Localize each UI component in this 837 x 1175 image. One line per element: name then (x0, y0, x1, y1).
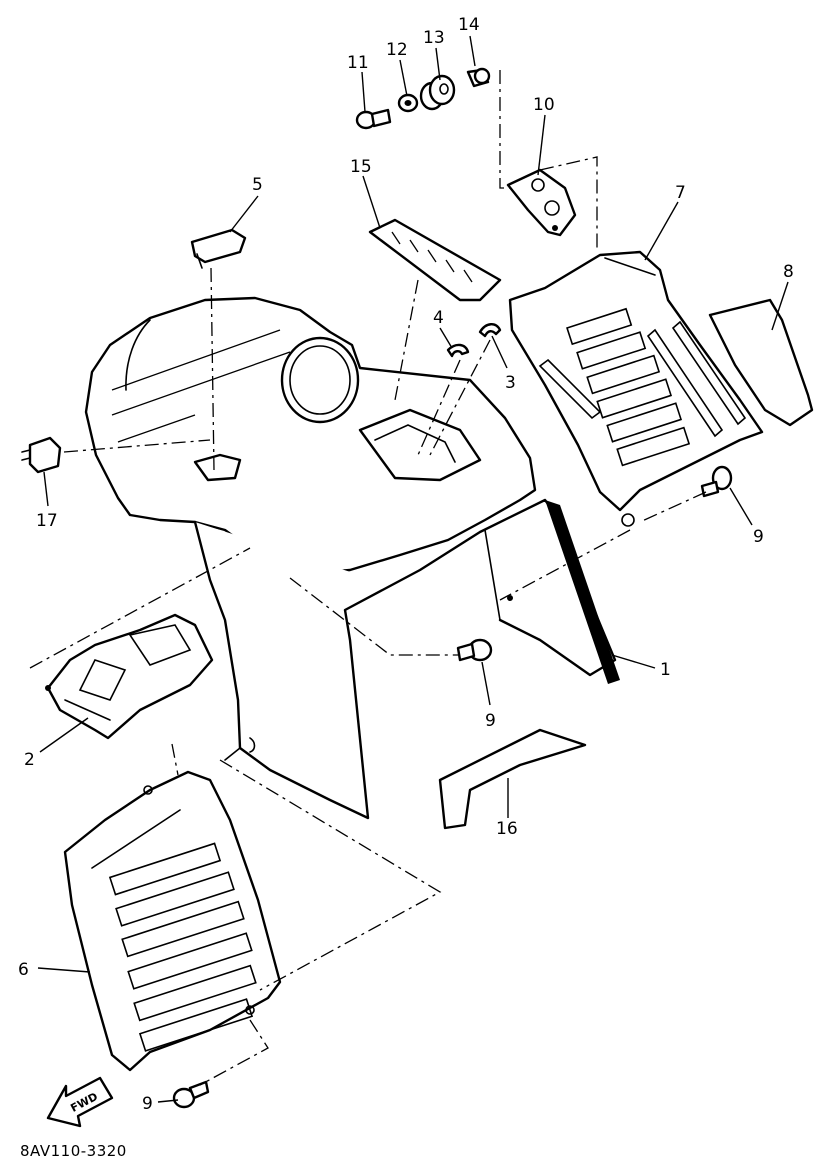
part-10-bracket (506, 168, 577, 237)
callout-16: 16 (496, 819, 518, 839)
part-16-strip (438, 728, 587, 830)
callout-7: 7 (675, 183, 686, 203)
callout-9-right: 9 (753, 527, 764, 547)
forward-arrow-icon: FWD (46, 1076, 114, 1128)
callout-6: 6 (18, 960, 29, 980)
part-9-bolt-center (456, 638, 493, 662)
part-8-strip (708, 298, 814, 427)
callout-2: 2 (24, 750, 35, 770)
part-7-right-side-panel (508, 250, 764, 527)
callout-17: 17 (36, 511, 58, 531)
callout-15: 15 (350, 157, 372, 177)
leader-lines (37, 35, 789, 1103)
part-12-washer (397, 93, 419, 113)
callout-12: 12 (386, 40, 408, 60)
callout-8: 8 (783, 262, 794, 282)
callout-13: 13 (423, 28, 445, 48)
part-4-clip (446, 343, 470, 358)
callout-1: 1 (660, 660, 671, 680)
part-13-grommet (419, 74, 456, 111)
part-5-small-cover (190, 228, 247, 269)
part-14-collar (466, 67, 491, 88)
callout-10: 10 (533, 95, 555, 115)
part-17-connector (21, 436, 62, 474)
assembly-lines (29, 70, 707, 1086)
diagram-code: 8AV110-3320 (20, 1142, 127, 1160)
callouts: 11 12 13 14 10 5 15 7 8 4 3 17 9 1 9 2 1… (18, 15, 794, 1114)
part-11-screw (355, 108, 392, 130)
part-9-bolt-right (700, 465, 733, 498)
callout-9-center: 9 (485, 711, 496, 731)
callout-14: 14 (458, 15, 480, 35)
part-3-clip (478, 323, 502, 338)
callout-3: 3 (505, 373, 516, 393)
callout-9-bottom: 9 (142, 1094, 153, 1114)
part-15-mat (368, 218, 502, 302)
callout-5: 5 (252, 175, 263, 195)
part-2-cover (45, 613, 214, 740)
part-1-front-cowl (84, 296, 620, 820)
callout-4: 4 (433, 308, 444, 328)
callout-11: 11 (347, 53, 369, 73)
part-6-left-side-panel (63, 770, 282, 1072)
part-9-bolt-bottom (172, 1080, 210, 1109)
